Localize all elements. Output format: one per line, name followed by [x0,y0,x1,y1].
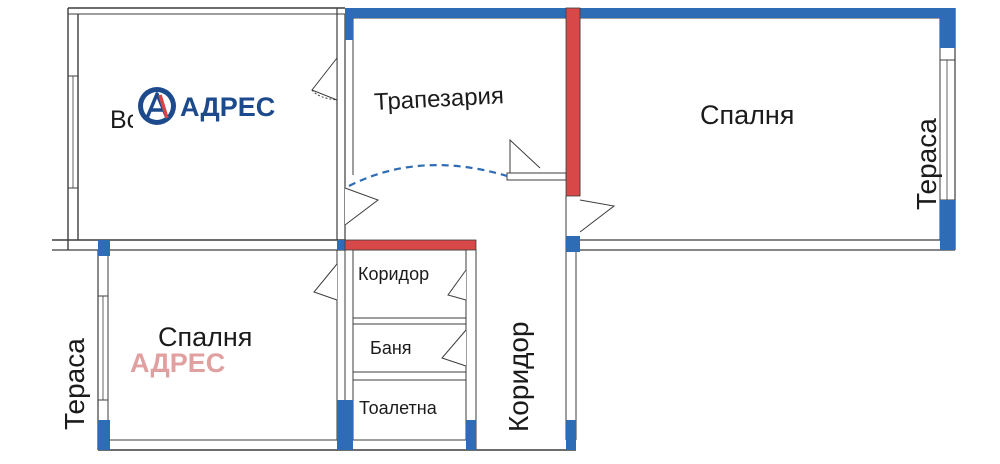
room-label-dining: Трапезария [373,82,504,116]
brand-logo: АДРЕС [133,78,279,136]
watermark-text: АДРЕС [130,348,225,378]
doors [311,56,616,367]
brand-logo-text: АДРЕС [180,92,275,122]
room-label-corridor-vertical: Коридор [503,321,534,432]
door-swing-arc [348,164,508,187]
room-label-terrace-right: Тераса [911,118,942,210]
red-walls [344,7,581,251]
room-label-corridor-small: Коридор [358,264,429,284]
room-label-bathroom: Баня [370,338,412,358]
room-label-bedroom-top: Спалня [700,100,794,130]
room-label-terrace-left: Тераса [59,338,90,430]
room-label-bedroom-bottom: Спалня [158,322,252,352]
room-label-toilet: Тоалетна [359,398,438,418]
